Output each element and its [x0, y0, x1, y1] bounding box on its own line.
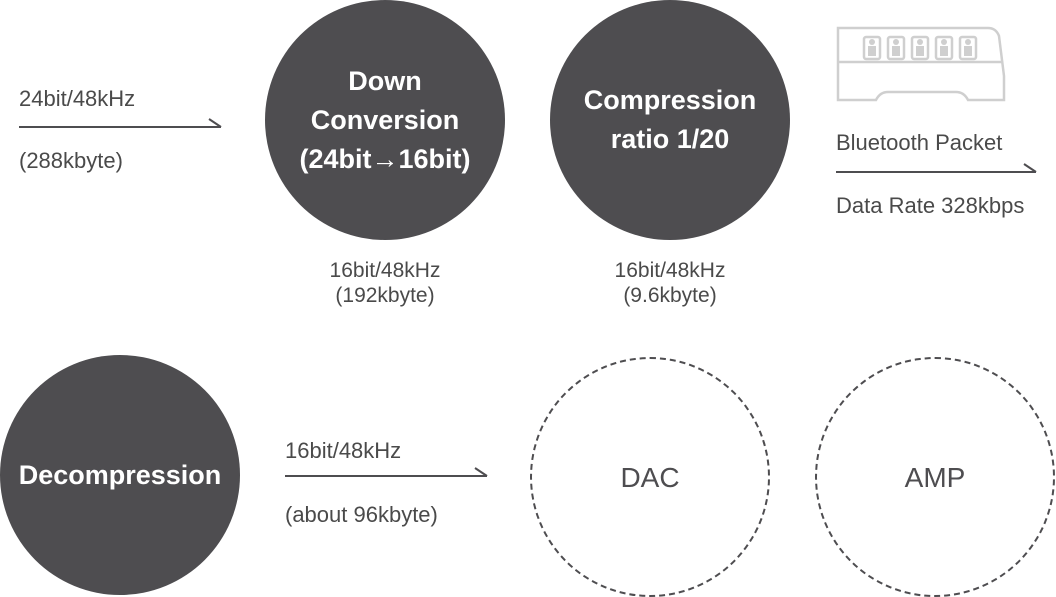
decompression-title: Decompression: [18, 459, 222, 490]
dac-label: DAC: [620, 461, 680, 493]
bluetooth-data-rate-label: Data Rate 328kbps: [836, 193, 1025, 218]
compression-title: Compression ratio 1/20: [584, 81, 757, 159]
bluetooth-packet-label: Bluetooth Packet: [836, 130, 1003, 155]
down-conversion-line2: Conversion: [310, 104, 460, 135]
compression-line2: ratio 1/20: [610, 124, 730, 154]
down-conversion-output-size: (192kbyte): [335, 284, 435, 307]
amp-circle: AMP: [815, 357, 1055, 597]
decompression-output-format: 16bit/48kHz: [285, 438, 402, 463]
amp-label: AMP: [904, 461, 966, 493]
input-format-label: 24bit/48kHz: [19, 86, 136, 111]
decompression-arrow: [285, 467, 488, 477]
down-conversion-title: Down Conversion (24bit→16bit): [299, 62, 470, 179]
down-conversion-line3: (24bit→16bit): [299, 143, 471, 174]
bluetooth-packet-icon: [836, 26, 1006, 102]
compression-output: 16bit/48kHz (9.6kbyte): [570, 258, 770, 308]
down-conversion-line1: Down: [348, 65, 422, 96]
dac-circle: DAC: [530, 357, 770, 597]
compression-circle: Compression ratio 1/20: [550, 0, 790, 240]
bluetooth-arrow: [836, 163, 1037, 173]
compression-output-format: 16bit/48kHz: [614, 259, 726, 282]
decompression-output-size: (about 96kbyte): [285, 502, 438, 527]
input-arrow: [19, 118, 222, 128]
input-size-label: (288kbyte): [19, 148, 123, 173]
decompression-circle: Decompression: [0, 355, 240, 595]
compression-output-size: (9.6kbyte): [623, 284, 717, 307]
down-conversion-output-format: 16bit/48kHz: [329, 259, 441, 282]
down-conversion-output: 16bit/48kHz (192kbyte): [285, 258, 485, 308]
compression-line1: Compression: [583, 85, 757, 115]
down-conversion-circle: Down Conversion (24bit→16bit): [265, 0, 505, 240]
